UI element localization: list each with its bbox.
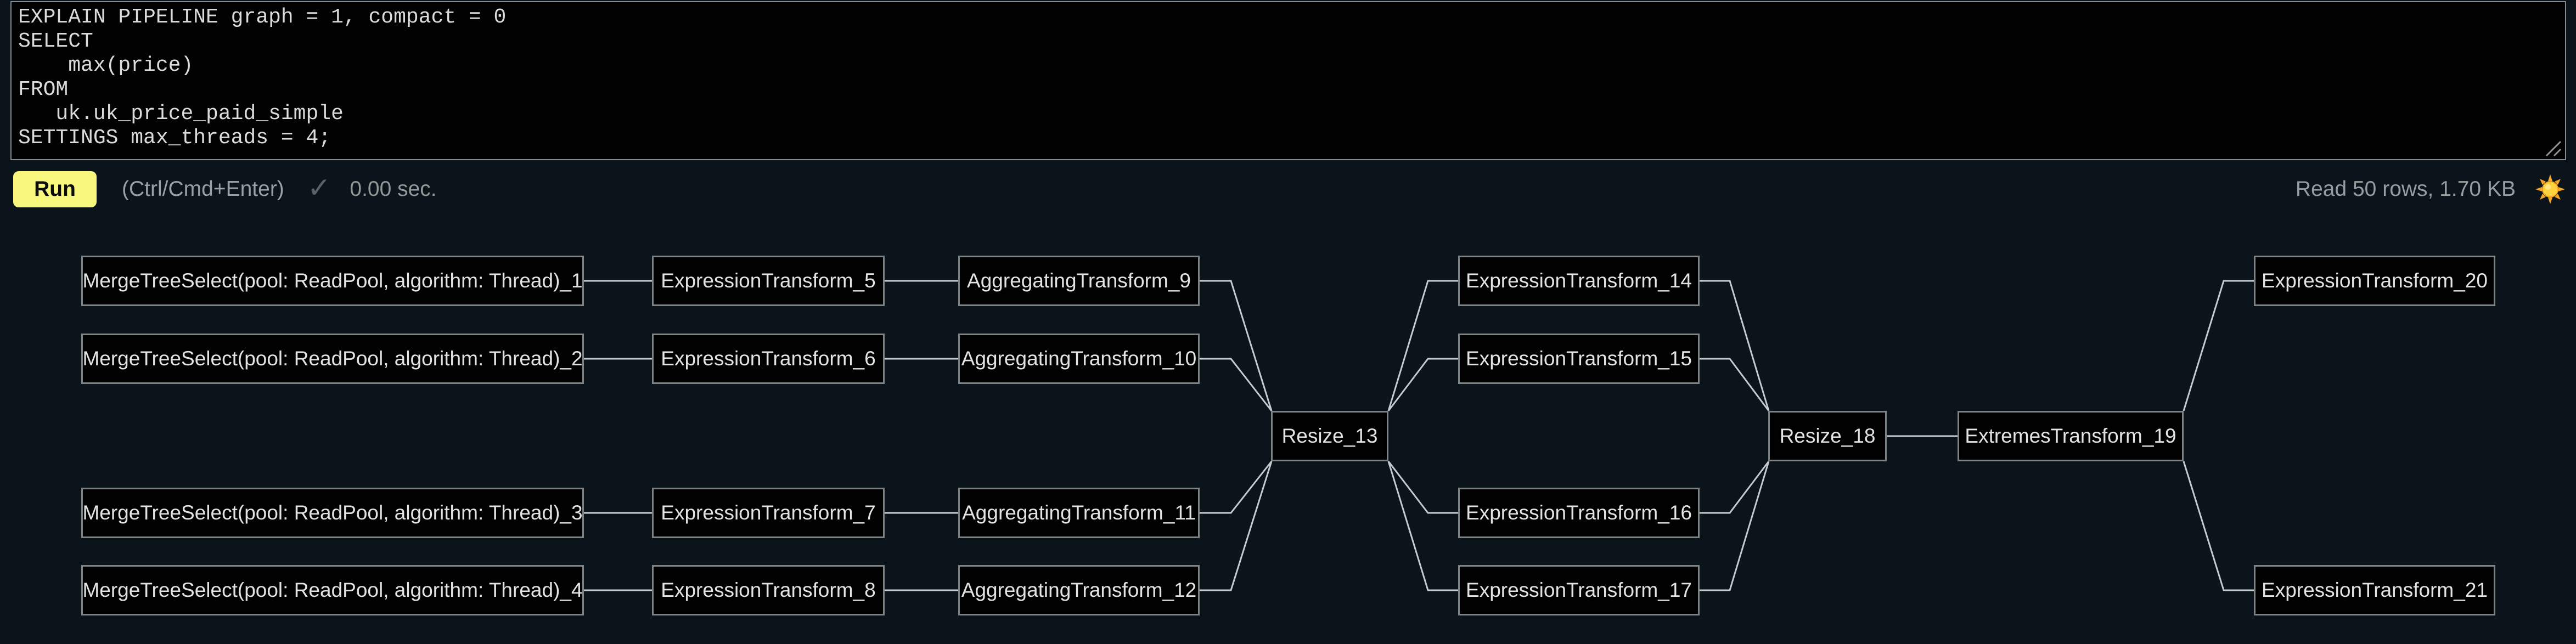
- theme-toggle-button[interactable]: [2534, 173, 2566, 205]
- pipeline-edge-14-18: [1700, 280, 1770, 411]
- pipeline-node-19: ExtremesTransform_19: [1958, 411, 2184, 461]
- pipeline-node-3: MergeTreeSelect(pool: ReadPool, algorith…: [81, 488, 584, 538]
- pipeline-node-5: ExpressionTransform_5: [652, 256, 885, 306]
- pipeline-edge-13-15: [1387, 358, 1458, 411]
- pipeline-node-14: ExpressionTransform_14: [1458, 256, 1700, 306]
- pipeline-node-1: MergeTreeSelect(pool: ReadPool, algorith…: [81, 256, 584, 306]
- pipeline-node-18: Resize_18: [1768, 411, 1887, 461]
- read-stats: Read 50 rows, 1.70 KB: [2295, 177, 2516, 201]
- pipeline-node-13: Resize_13: [1271, 411, 1388, 461]
- pipeline-edge-16-18: [1700, 461, 1770, 514]
- run-button[interactable]: Run: [13, 171, 97, 207]
- pipeline-edge-10-13: [1200, 358, 1273, 411]
- pipeline-edge-13-14: [1387, 280, 1458, 411]
- sql-editor-input[interactable]: EXPLAIN PIPELINE graph = 1, compact = 0 …: [10, 1, 2566, 160]
- pipeline-node-12: AggregatingTransform_12: [958, 565, 1200, 615]
- pipeline-node-6: ExpressionTransform_6: [652, 334, 885, 384]
- toolbar: Run (Ctrl/Cmd+Enter) ✓ 0.00 sec. Read 50…: [13, 165, 2566, 214]
- pipeline-node-9: AggregatingTransform_9: [958, 256, 1200, 306]
- resize-grip-icon[interactable]: [2541, 136, 2563, 158]
- pipeline-node-8: ExpressionTransform_8: [652, 565, 885, 615]
- pipeline-edge-9-13: [1200, 280, 1273, 411]
- pipeline-node-2: MergeTreeSelect(pool: ReadPool, algorith…: [81, 334, 584, 384]
- pipeline-edge-13-16: [1387, 461, 1458, 514]
- status-check-icon: ✓: [307, 172, 331, 204]
- pipeline-edge-15-18: [1700, 358, 1770, 411]
- sun-icon: [2535, 174, 2565, 204]
- pipeline-edge-13-17: [1387, 461, 1458, 591]
- pipeline-node-11: AggregatingTransform_11: [958, 488, 1200, 538]
- pipeline-node-21: ExpressionTransform_21: [2254, 565, 2495, 615]
- elapsed-time: 0.00 sec.: [350, 177, 437, 201]
- pipeline-node-7: ExpressionTransform_7: [652, 488, 885, 538]
- pipeline-node-16: ExpressionTransform_16: [1458, 488, 1700, 538]
- pipeline-edge-11-13: [1200, 461, 1273, 514]
- pipeline-edge-19-20: [2183, 280, 2254, 411]
- pipeline-edge-12-13: [1200, 461, 1273, 591]
- pipeline-node-15: ExpressionTransform_15: [1458, 334, 1700, 384]
- pipeline-edge-19-21: [2183, 461, 2254, 591]
- pipeline-node-17: ExpressionTransform_17: [1458, 565, 1700, 615]
- pipeline-node-4: MergeTreeSelect(pool: ReadPool, algorith…: [81, 565, 584, 615]
- run-shortcut-hint: (Ctrl/Cmd+Enter): [122, 177, 284, 201]
- pipeline-node-10: AggregatingTransform_10: [958, 334, 1200, 384]
- pipeline-edge-17-18: [1700, 461, 1770, 591]
- pipeline-node-20: ExpressionTransform_20: [2254, 256, 2495, 306]
